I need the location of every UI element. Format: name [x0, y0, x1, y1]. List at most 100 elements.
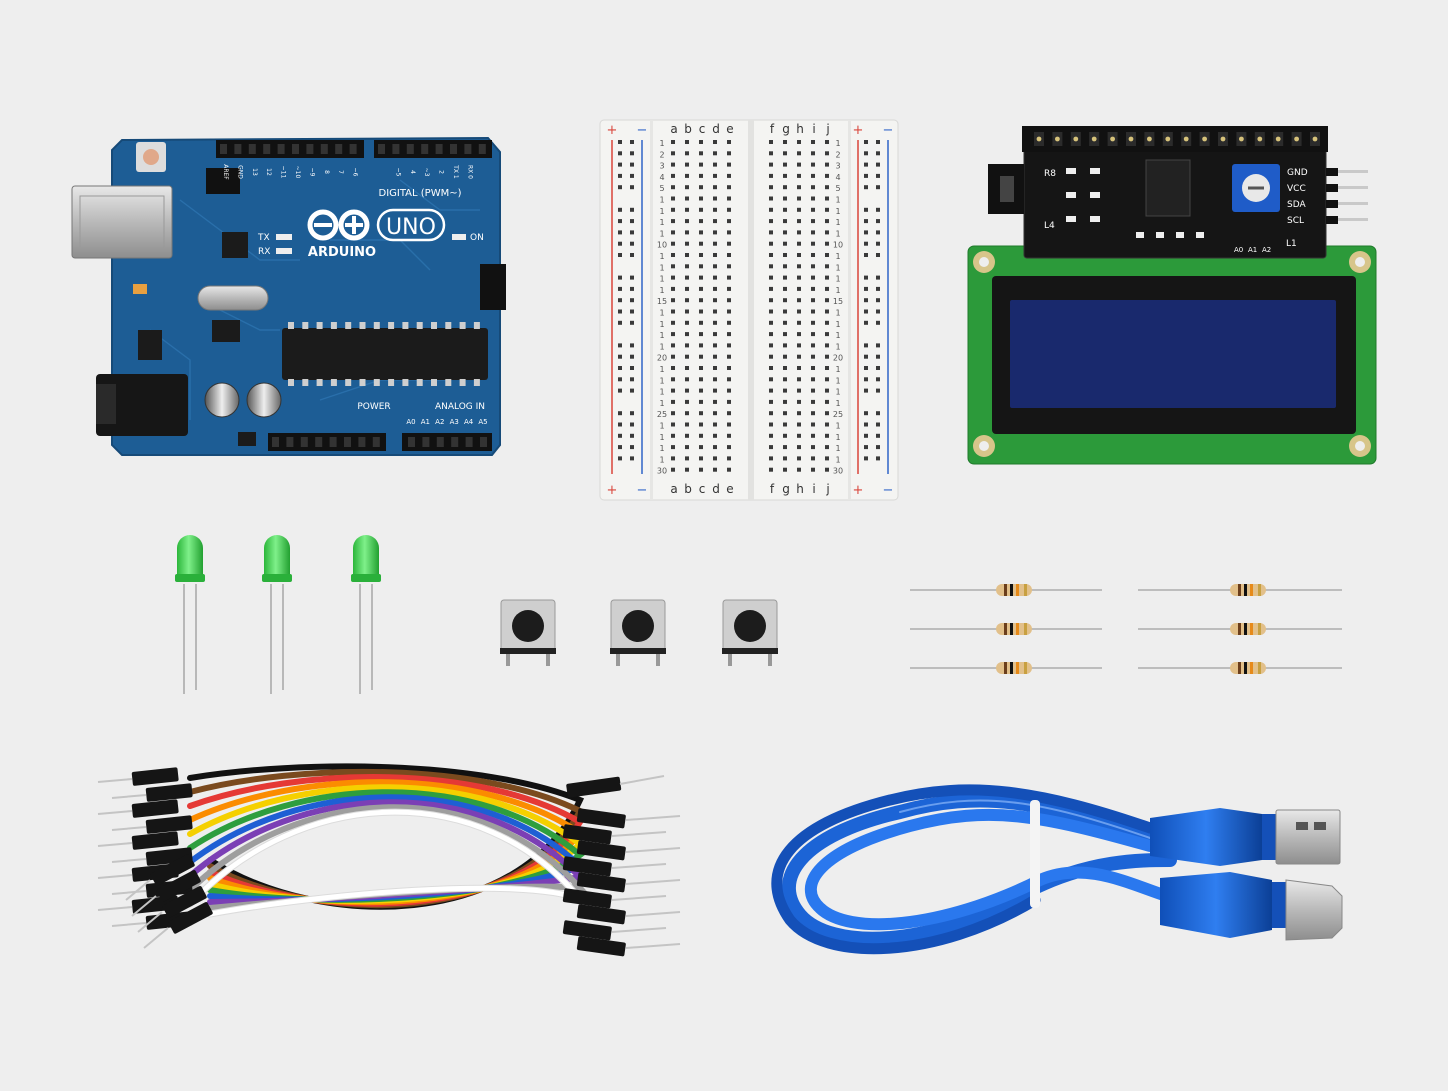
- breadboard-row-label: 25: [833, 410, 843, 419]
- i2c-pin-label-vcc: VCC: [1287, 184, 1306, 194]
- breadboard-row-label: 1: [835, 455, 840, 464]
- breadboard-row-label: 1: [659, 444, 664, 453]
- breadboard-col-label-d: d: [712, 122, 720, 136]
- green-led: [175, 535, 205, 694]
- breadboard-row-label: 1: [835, 309, 840, 318]
- green-led: [351, 535, 381, 694]
- digital-header-right: [374, 140, 492, 158]
- analog-pin-label-a5: A5: [478, 418, 487, 426]
- breadboard-row-label: 1: [835, 365, 840, 374]
- breadboard-row-label: 30: [657, 467, 667, 476]
- dc-jack: [96, 374, 188, 436]
- digital-pin-label: 2: [438, 170, 445, 174]
- board-mark-l1: L1: [1286, 239, 1297, 249]
- board-mark-r8: R8: [1044, 169, 1056, 179]
- breadboard-row-label: 1: [659, 229, 664, 238]
- tactile-push-button: [610, 599, 666, 666]
- resistor: [1138, 623, 1342, 635]
- rail-minus-bottom-right: −: [883, 483, 894, 498]
- digital-pin-label: GND: [236, 165, 243, 179]
- breadboard-row-label: 3: [659, 162, 664, 171]
- digital-pin-label: 4: [409, 170, 416, 174]
- breadboard-row-label: 1: [659, 196, 664, 205]
- on-label: ON: [470, 233, 484, 243]
- rail-plus-bottom-right: +: [853, 483, 864, 498]
- usb-a-plug: [1150, 808, 1341, 866]
- breadboard-row-label: 10: [657, 241, 667, 250]
- breadboard-col-label-e: e: [726, 122, 733, 136]
- green-led: [262, 535, 292, 694]
- digital-pin-label: 8: [323, 170, 330, 174]
- breadboard-row-label: 20: [833, 354, 843, 363]
- breadboard-row-label: 1: [835, 207, 840, 216]
- breadboard-row-label: 1: [659, 218, 664, 227]
- breadboard-row-label: 1: [659, 422, 664, 431]
- cable-tie: [1030, 800, 1040, 908]
- digital-pin-label: ~5: [394, 168, 401, 177]
- breadboard-row-label: 15: [833, 297, 843, 306]
- rail-minus-top-right: −: [883, 123, 894, 138]
- breadboard-row-label: 1: [659, 455, 664, 464]
- digital-pin-label: AREF: [222, 164, 229, 180]
- breadboard-col-label-i: i: [812, 482, 815, 496]
- capacitor: [204, 382, 240, 418]
- breadboard-row-label: 1: [835, 433, 840, 442]
- digital-pin-label: ~6: [352, 168, 359, 177]
- breadboard-row-label: 1: [659, 286, 664, 295]
- breadboard-row-label: 1: [835, 342, 840, 351]
- i2c-pin-label-sda: SDA: [1287, 200, 1306, 210]
- breadboard-row-label: 1: [659, 252, 664, 261]
- rail-plus-bottom-left: +: [607, 483, 618, 498]
- resistor: [910, 662, 1102, 674]
- tactile-push-button: [722, 599, 778, 666]
- breadboard-row-label: 1: [835, 320, 840, 329]
- breadboard-row-label: 3: [835, 162, 840, 171]
- breadboard-row-label: 1: [835, 275, 840, 284]
- resistor-group: [910, 584, 1342, 674]
- breadboard-row-label: 1: [659, 139, 664, 148]
- tx-label: TX: [257, 233, 270, 243]
- rail-plus-top-right: +: [853, 123, 864, 138]
- breadboard-row-label: 1: [835, 139, 840, 148]
- breadboard-col-label-j: j: [825, 482, 829, 496]
- analog-pin-label-a2: A2: [435, 418, 444, 426]
- breadboard-row-label: 1: [659, 275, 664, 284]
- analog-pin-label-a4: A4: [464, 418, 474, 426]
- breadboard-row-label: 1: [659, 320, 664, 329]
- breadboard-col-label-c: c: [699, 482, 706, 496]
- tactile-push-button: [500, 599, 556, 666]
- analog-pin-label-a3: A3: [450, 418, 459, 426]
- breadboard-row-label: 15: [657, 297, 667, 306]
- analog-in-label: ANALOG IN: [435, 402, 485, 412]
- breadboard-row-label: 1: [659, 331, 664, 340]
- digital-pin-label: ~9: [308, 168, 315, 177]
- breadboard-col-label-h: h: [796, 482, 804, 496]
- digital-pin-label: TX 1: [452, 164, 459, 179]
- usb-cable: [771, 784, 1343, 955]
- rail-minus-bottom-left: −: [637, 483, 648, 498]
- breadboard-row-label: 1: [835, 196, 840, 205]
- breadboard-col-label-f: f: [770, 482, 775, 496]
- breadboard-row-label: 1: [835, 376, 840, 385]
- rail-plus-top-left: +: [607, 123, 618, 138]
- analog-pin-label-a1: A1: [421, 418, 430, 426]
- arduino-uno-board: UNO ARDUINO DIGITAL (PWM~) TX RX ON POWE…: [71, 136, 506, 456]
- digital-pin-label: ~10: [294, 166, 301, 179]
- breadboard-row-label: 1: [659, 207, 664, 216]
- rail-minus-top-left: −: [637, 123, 648, 138]
- breadboard-col-label-f: f: [770, 122, 775, 136]
- breadboard-row-label: 1: [835, 218, 840, 227]
- breadboard-row-label: 1: [659, 376, 664, 385]
- breadboard-col-label-c: c: [699, 122, 706, 136]
- uno-badge: [376, 208, 446, 242]
- digital-pin-label: ~3: [423, 168, 430, 177]
- board-mark-a0: A0: [1234, 246, 1243, 254]
- digital-pin-label: 7: [337, 170, 344, 174]
- breadboard-row-label: 2: [835, 150, 840, 159]
- push-button-group: [500, 599, 778, 666]
- digital-pin-label: 13: [251, 168, 258, 176]
